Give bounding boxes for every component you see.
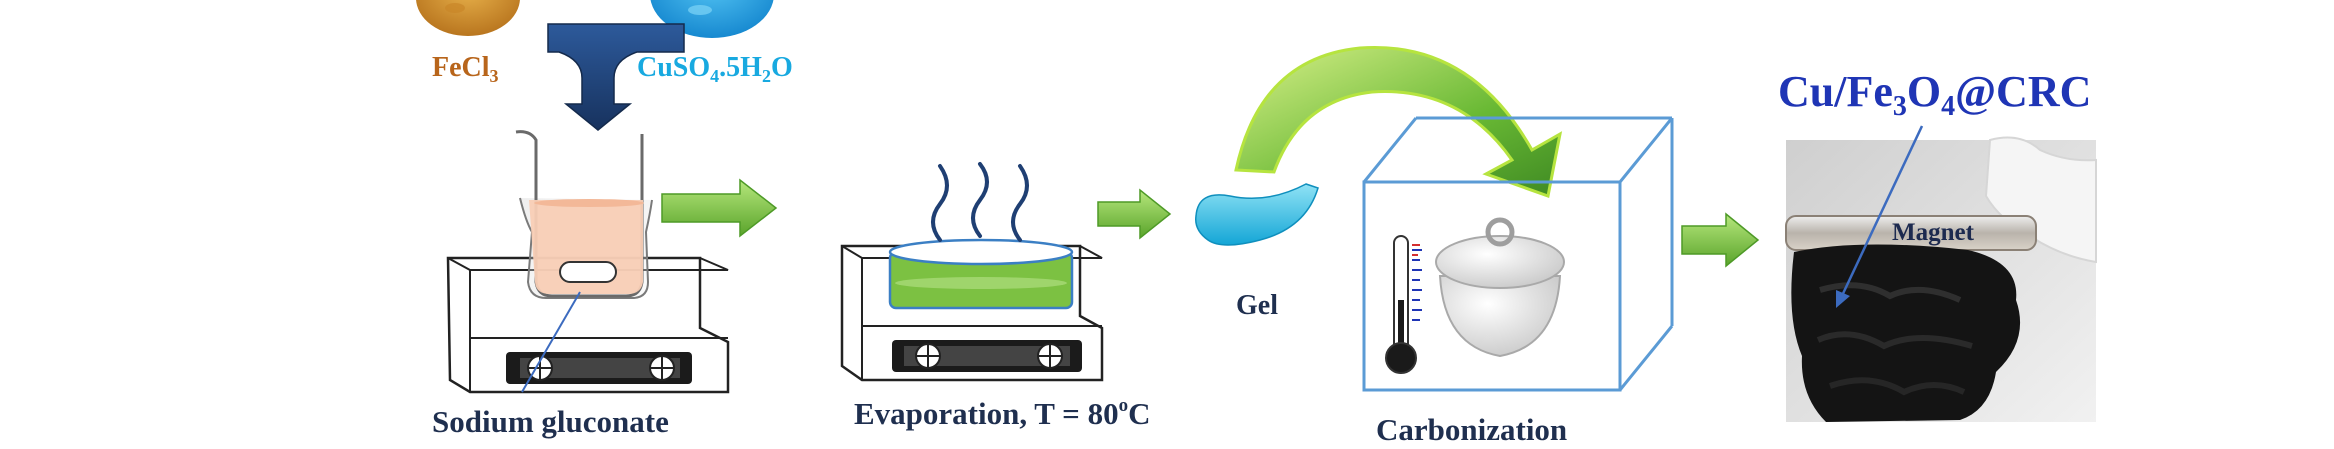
product-label: Cu/Fe3O4@CRC bbox=[1778, 67, 2091, 122]
gel-icon bbox=[1195, 183, 1319, 246]
curved-arrow-icon bbox=[1234, 45, 1563, 198]
fecl3-label: FeCl3 bbox=[432, 52, 499, 86]
hot-plate-1 bbox=[446, 256, 730, 394]
composite-material-icon bbox=[1791, 244, 2021, 422]
product-photo bbox=[1785, 136, 2097, 422]
furnace-box bbox=[1362, 116, 1674, 392]
crucible-icon bbox=[1435, 217, 1565, 358]
thermometer-icon bbox=[1385, 235, 1422, 374]
vapor-icon bbox=[931, 162, 1029, 242]
green-arrow-icon bbox=[661, 178, 778, 238]
beaker-icon bbox=[515, 130, 653, 299]
pointer-line bbox=[521, 291, 581, 393]
green-arrow-icon bbox=[1681, 212, 1760, 268]
carbonization-label: Carbonization bbox=[1376, 412, 1567, 447]
green-arrow-icon bbox=[1097, 188, 1172, 240]
t-arrow-icon bbox=[547, 23, 685, 131]
fecl3-powder-icon bbox=[416, 0, 520, 36]
gel-label: Gel bbox=[1236, 290, 1278, 321]
sodium-gluconate-label: Sodium gluconate bbox=[432, 404, 669, 439]
evaporation-label: Evaporation, T = 80oC bbox=[854, 395, 1150, 431]
evaporating-dish-icon bbox=[888, 238, 1074, 310]
cuso4-label: CuSO4.5H2O bbox=[637, 52, 793, 86]
magnet-label: Magnet bbox=[1892, 219, 1975, 246]
pointer-arrowhead bbox=[1836, 290, 1850, 308]
pointer-line bbox=[1838, 125, 1924, 301]
